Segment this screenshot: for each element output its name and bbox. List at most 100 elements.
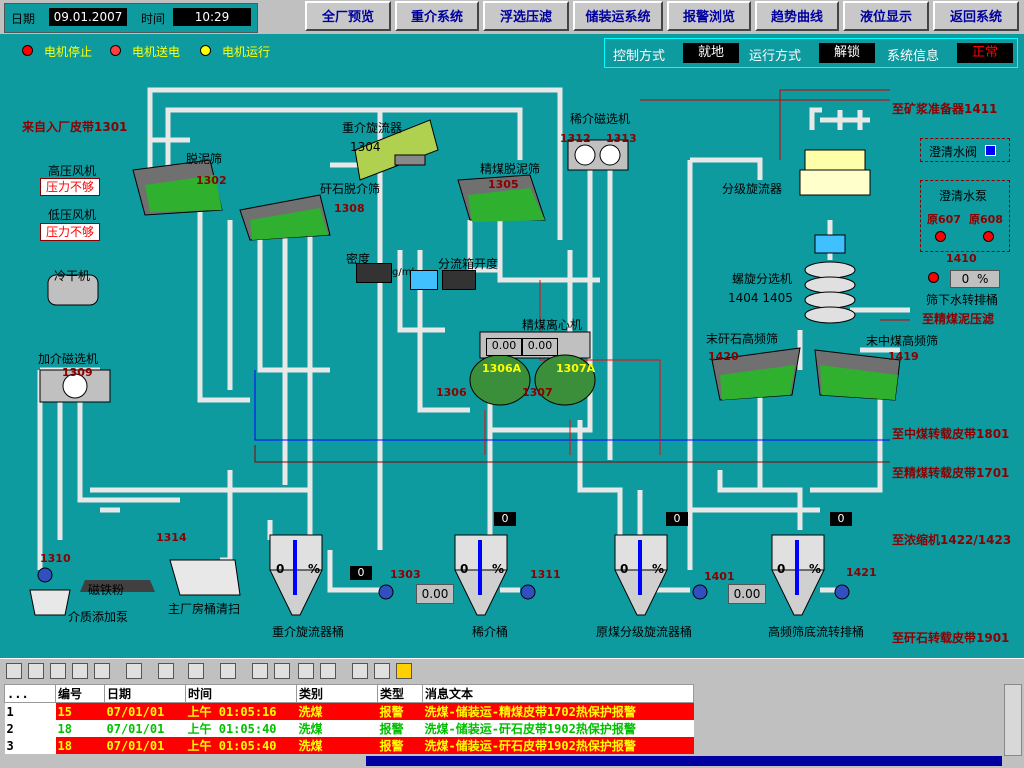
list-view-icon[interactable] bbox=[50, 663, 66, 679]
alarm-scrollbar[interactable] bbox=[1004, 684, 1022, 756]
id-1305: 1305 bbox=[488, 178, 519, 191]
splitter-box[interactable] bbox=[410, 270, 438, 290]
pump-607-label: 原607 bbox=[927, 213, 961, 226]
alarm-row-message: 洗煤-储装运-矸石皮带1902热保护报警 bbox=[422, 737, 694, 754]
hf-underflow-tank[interactable] bbox=[771, 534, 825, 616]
id-1304: 1304 bbox=[350, 140, 381, 154]
nav-level-button[interactable]: 液位显示 bbox=[843, 1, 929, 31]
clarify-valve-indicator[interactable] bbox=[985, 145, 996, 156]
delete-all-icon[interactable] bbox=[320, 663, 336, 679]
id-1307: 1307 bbox=[522, 386, 553, 399]
export-icon[interactable] bbox=[374, 663, 390, 679]
dense-medium-cyclone[interactable] bbox=[354, 119, 439, 181]
nav-dense-medium-button[interactable]: 重介系统 bbox=[395, 1, 479, 31]
pump-1401-value: 0.00 bbox=[728, 584, 766, 604]
system-info-label: 系统信息 bbox=[887, 49, 940, 64]
to-mid-belt-label: 至中煤转载皮带1801 bbox=[892, 427, 1010, 441]
pump-608-icon[interactable] bbox=[983, 231, 994, 242]
nav-alarm-browse-button[interactable]: 报警浏览 bbox=[667, 1, 751, 31]
pump-1303-icon[interactable] bbox=[378, 584, 394, 600]
col-message[interactable]: 消息文本 bbox=[422, 684, 694, 703]
tank2-level: 0 bbox=[460, 562, 469, 576]
pump-1401-icon[interactable] bbox=[692, 584, 708, 600]
add-magnetic-separator[interactable] bbox=[39, 369, 111, 403]
gangue-hf-screen-1420[interactable] bbox=[711, 347, 801, 401]
medium-add-pit[interactable] bbox=[29, 580, 155, 616]
spiral-separator[interactable] bbox=[804, 234, 856, 324]
control-mode-label: 控制方式 bbox=[613, 49, 666, 64]
filter-icon[interactable] bbox=[126, 663, 142, 679]
clean-coal-screen-1305[interactable] bbox=[457, 174, 546, 222]
refresh-icon[interactable] bbox=[28, 663, 44, 679]
classification-cyclone[interactable] bbox=[799, 149, 871, 196]
density-display bbox=[356, 263, 392, 283]
dense-cyclone-tank[interactable] bbox=[269, 534, 323, 616]
source-belt-label: 来自入厂皮带1301 bbox=[22, 120, 128, 134]
legend-running-label: 电机运行 bbox=[222, 45, 271, 59]
pump-1421-icon[interactable] bbox=[834, 584, 850, 600]
id-1419: 1419 bbox=[888, 350, 919, 363]
dilute-magnetic-separator[interactable] bbox=[567, 139, 629, 171]
next-icon[interactable] bbox=[220, 663, 236, 679]
col-date[interactable]: 日期 bbox=[104, 684, 186, 703]
tank1-valve-value: 0 bbox=[350, 566, 372, 580]
pump-607-icon[interactable] bbox=[935, 231, 946, 242]
clarify-pump-box: 澄清水泵 原607 原608 bbox=[920, 180, 1010, 252]
delete-icon[interactable] bbox=[298, 663, 314, 679]
system-info-value: 正常 bbox=[957, 43, 1013, 63]
alarm-list-icon[interactable] bbox=[6, 663, 22, 679]
tank4-name: 高频筛底流转排桶 bbox=[768, 625, 865, 639]
lp-fan-label: 低压风机 bbox=[48, 208, 97, 222]
alarm-row[interactable]: 3 18 07/01/01 上午 01:05:40 洗煤 报警 洗煤-储装运-矸… bbox=[4, 737, 694, 754]
col-id[interactable]: 编号 bbox=[55, 684, 105, 703]
pump-1310-icon[interactable] bbox=[37, 567, 53, 583]
pump-1410-icon[interactable] bbox=[928, 272, 939, 283]
alarm-row-category: 洗煤 bbox=[296, 737, 378, 754]
legend-powered-label: 电机送电 bbox=[132, 45, 181, 59]
alarm-row-type: 报警 bbox=[377, 720, 423, 737]
acknowledge-all-icon[interactable] bbox=[274, 663, 290, 679]
desliming-screen-1302[interactable] bbox=[132, 159, 223, 216]
nav-return-button[interactable]: 返回系统 bbox=[933, 1, 1019, 31]
id-1302: 1302 bbox=[196, 174, 227, 187]
pump-1421-label: 1421 bbox=[846, 566, 877, 579]
middling-hf-screen-1419[interactable] bbox=[814, 349, 901, 401]
control-mode-value[interactable]: 就地 bbox=[683, 43, 739, 63]
density-label: 密度 bbox=[346, 252, 371, 266]
alarm-row[interactable]: 1 15 07/01/01 上午 01:05:16 洗煤 报警 洗煤-储装运-精… bbox=[4, 702, 694, 720]
col-category[interactable]: 类别 bbox=[296, 684, 378, 703]
col-type[interactable]: 类型 bbox=[377, 684, 423, 703]
col-time[interactable]: 时间 bbox=[185, 684, 297, 703]
lock-icon[interactable] bbox=[396, 663, 412, 679]
alarm-row[interactable]: 2 18 07/01/01 上午 01:05:40 洗煤 报警 洗煤-储装运-矸… bbox=[4, 720, 694, 737]
tank1-level: 0 bbox=[276, 562, 285, 576]
nav-flotation-button[interactable]: 浮选压滤 bbox=[483, 1, 569, 31]
report-icon[interactable] bbox=[72, 663, 88, 679]
tank4-level: 0 bbox=[777, 562, 786, 576]
raw-coal-cyclone-tank[interactable] bbox=[614, 534, 668, 616]
mag-sep-id: 1309 bbox=[62, 366, 93, 379]
pipes bbox=[37, 87, 910, 593]
gangue-screen-1308[interactable] bbox=[239, 194, 331, 241]
clarify-valve-box: 澄清水阀 bbox=[920, 138, 1010, 162]
date-label: 日期 bbox=[11, 12, 36, 26]
nav-trend-button[interactable]: 趋势曲线 bbox=[755, 1, 839, 31]
nav-plant-overview-button[interactable]: 全厂预览 bbox=[305, 1, 391, 31]
print-icon[interactable] bbox=[352, 663, 368, 679]
run-mode-label: 运行方式 bbox=[749, 49, 802, 64]
chart-icon[interactable] bbox=[94, 663, 110, 679]
run-mode-value[interactable]: 解锁 bbox=[819, 43, 875, 63]
floor-clean-tank[interactable] bbox=[169, 559, 241, 596]
fine-gangue-screen-label: 末矸石高频筛 bbox=[706, 332, 779, 346]
dilute-medium-tank[interactable] bbox=[454, 534, 508, 616]
alarm-row-message: 洗煤-储装运-精煤皮带1702热保护报警 bbox=[422, 702, 694, 720]
nav-storage-button[interactable]: 储装运系统 bbox=[573, 1, 663, 31]
col-index[interactable]: ... bbox=[4, 684, 56, 703]
column-settings-icon[interactable] bbox=[188, 663, 204, 679]
pumps bbox=[37, 567, 850, 600]
pump-1311-icon[interactable] bbox=[520, 584, 536, 600]
acknowledge-icon[interactable] bbox=[252, 663, 268, 679]
cold-dryer[interactable] bbox=[47, 274, 99, 306]
alarm-toolbar bbox=[0, 658, 1024, 685]
sort-icon[interactable] bbox=[158, 663, 174, 679]
